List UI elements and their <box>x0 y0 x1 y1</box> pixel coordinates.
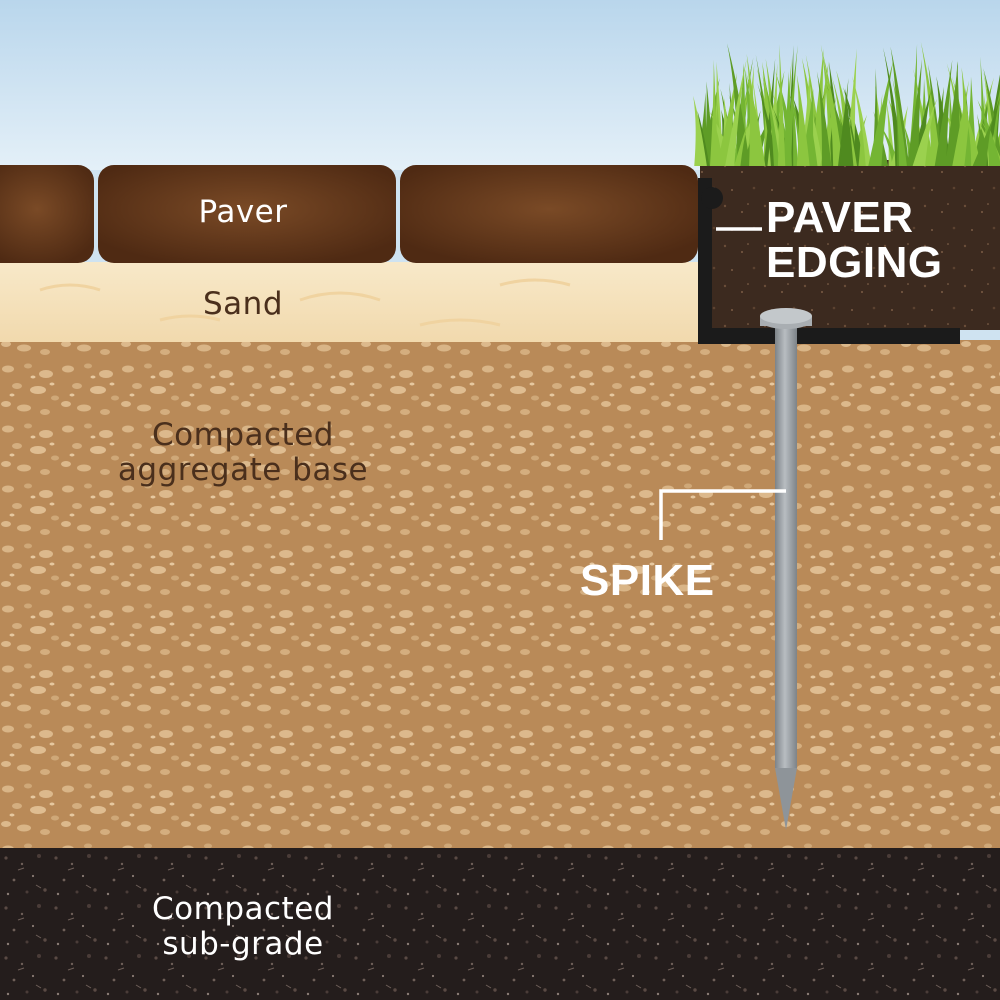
grass-icon <box>693 41 1000 167</box>
paver-block <box>0 165 94 263</box>
subgrade-layer <box>0 848 1000 1000</box>
spike-icon <box>760 308 812 830</box>
paver-label: Paver <box>198 194 288 230</box>
paver-block <box>400 165 698 263</box>
pavers <box>0 165 698 263</box>
paver-edging-icon <box>698 178 960 344</box>
aggregate-base-label: Compacted aggregate base <box>117 417 369 488</box>
sand-layer <box>0 262 700 342</box>
paver-edging-callout: PAVER EDGING <box>766 193 943 287</box>
spike-leader-line <box>659 489 786 540</box>
topsoil <box>700 160 1000 330</box>
aggregate-base-layer <box>0 340 1000 850</box>
paver-block <box>98 165 396 263</box>
sand-label: Sand <box>203 286 283 322</box>
subgrade-label: Compacted sub-grade <box>152 891 334 962</box>
sand-texture <box>39 278 571 327</box>
spike-callout: SPIKE <box>580 556 715 605</box>
